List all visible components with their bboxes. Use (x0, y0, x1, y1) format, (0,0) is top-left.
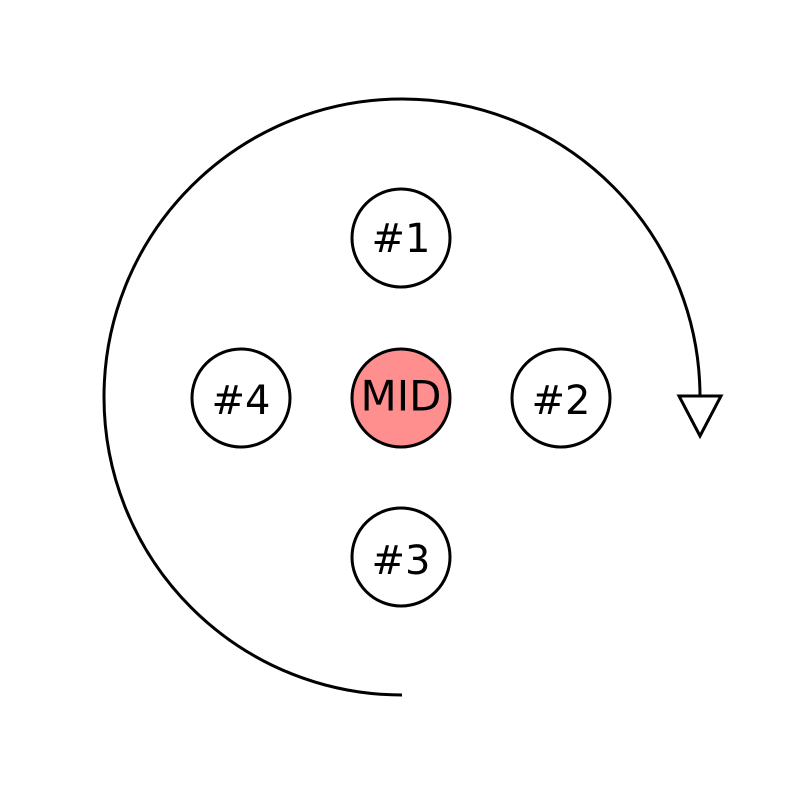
node-3-label: #3 (372, 538, 431, 584)
node-2-label: #2 (532, 378, 591, 424)
node-4: #4 (190, 347, 292, 449)
node-2: #2 (510, 347, 612, 449)
node-mid-circle (350, 347, 452, 449)
node-3-circle (350, 506, 452, 608)
rotation-arrowhead-icon (676, 394, 724, 440)
node-mid-label: MID (361, 372, 442, 421)
node-1: #1 (350, 187, 452, 289)
node-4-circle (190, 347, 292, 449)
node-3: #3 (350, 506, 452, 608)
node-4-label: #4 (212, 378, 271, 424)
rotation-arc (102, 97, 702, 697)
node-1-circle (350, 187, 452, 289)
node-2-circle (510, 347, 612, 449)
node-mid: MID (350, 347, 452, 449)
node-1-label: #1 (372, 216, 431, 262)
